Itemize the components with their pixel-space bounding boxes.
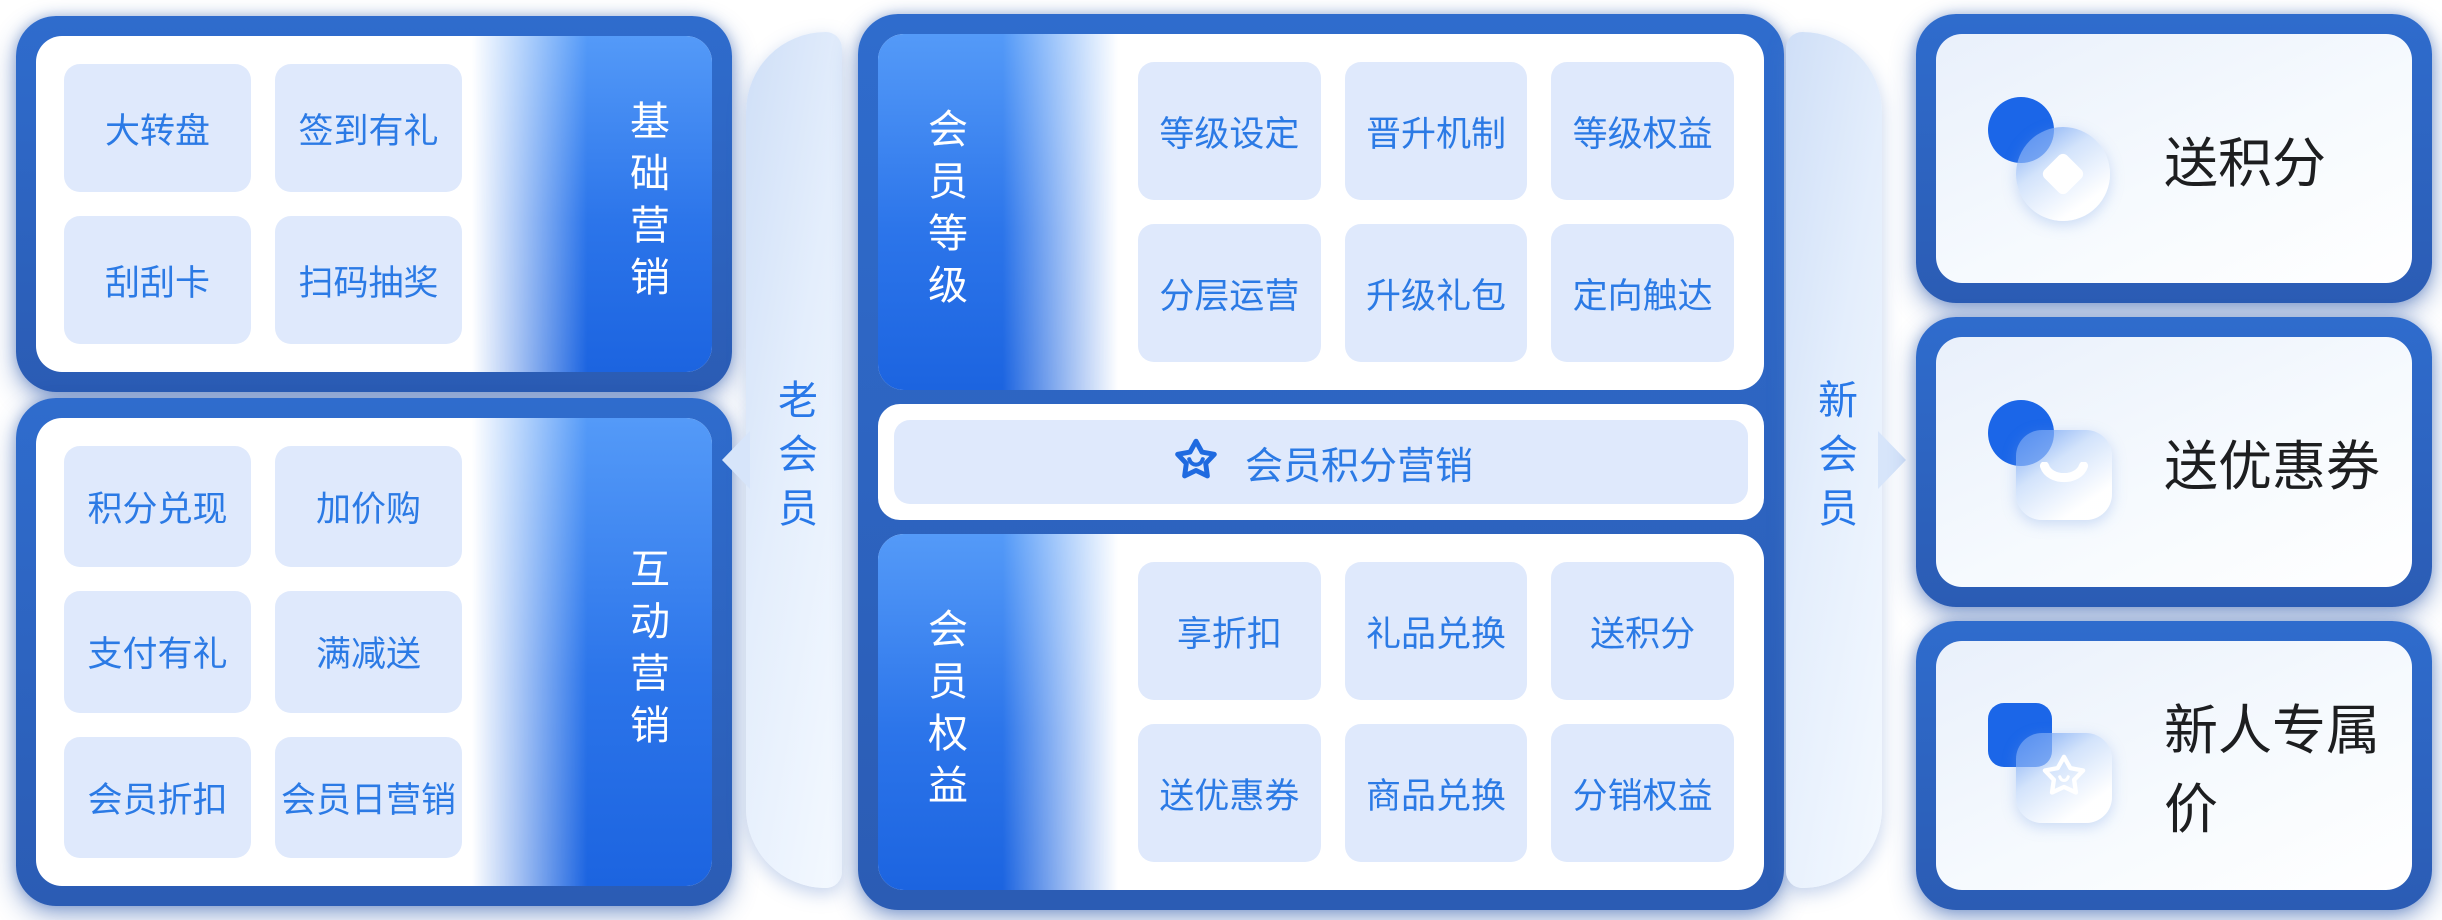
feature-chip[interactable]: 享折扣 <box>1138 562 1321 700</box>
basic-marketing-card: 大转盘 签到有礼 刮刮卡 扫码抽奖 基础营销 <box>36 36 712 372</box>
feature-chip[interactable]: 签到有礼 <box>275 64 462 192</box>
give-coupon-card-inner: 送优惠券 <box>1936 337 2412 587</box>
feature-chip[interactable]: 会员日营销 <box>275 736 462 858</box>
feature-chip[interactable]: 晋升机制 <box>1344 62 1528 200</box>
coin-points-icon <box>1988 93 2120 225</box>
panel-label-strip <box>878 34 1118 390</box>
newbie-star-icon <box>1988 699 2120 831</box>
smile-glyph <box>2039 461 2089 483</box>
feature-chip[interactable]: 会员折扣 <box>64 736 251 858</box>
feature-chip[interactable]: 积分兑现 <box>64 446 251 568</box>
newbie-price-card: 新人专属价 <box>1916 620 2432 910</box>
panel-label-strip <box>472 36 712 372</box>
panel-label: 互动营销 <box>624 548 668 756</box>
arrow-right-icon <box>1878 431 1906 489</box>
give-coupon-card: 送优惠券 <box>1916 317 2432 607</box>
coupon-smile-icon <box>1988 396 2120 528</box>
new-members-connector: 新会员 <box>1786 32 1906 888</box>
newbie-price-card-inner: 新人专属价 <box>1936 640 2412 890</box>
interactive-marketing-panel: 积分兑现 加价购 支付有礼 满减送 会员折扣 会员日营销 互动营销 <box>16 398 732 906</box>
interactive-marketing-card: 积分兑现 加价购 支付有礼 满减送 会员折扣 会员日营销 互动营销 <box>36 418 712 886</box>
new-members-label: 新会员 <box>1812 379 1856 541</box>
feature-chip[interactable]: 大转盘 <box>64 64 251 192</box>
panel-label: 基础营销 <box>624 100 668 308</box>
feature-chip[interactable]: 满减送 <box>275 591 462 713</box>
glass-star-badge <box>2016 733 2112 824</box>
feature-chip[interactable]: 等级设定 <box>1138 62 1321 200</box>
feature-chip[interactable]: 等级权益 <box>1551 62 1734 200</box>
basic-marketing-chips: 大转盘 签到有礼 刮刮卡 扫码抽奖 <box>64 64 462 344</box>
member-benefits-chips: 享折扣 礼品兑换 送积分 送优惠券 商品兑换 分销权益 <box>1138 562 1734 862</box>
basic-marketing-panel: 大转盘 签到有礼 刮刮卡 扫码抽奖 基础营销 <box>16 16 732 392</box>
star-smile-icon <box>1175 438 1217 479</box>
feature-chip[interactable]: 支付有礼 <box>64 591 251 713</box>
feature-chip[interactable]: 刮刮卡 <box>64 216 251 344</box>
member-points-marketing-card: 会员积分营销 <box>878 404 1764 520</box>
feature-chip[interactable]: 礼品兑换 <box>1344 562 1528 700</box>
feature-chip[interactable]: 送优惠券 <box>1138 724 1321 862</box>
old-members-connector: 老会员 <box>722 32 842 888</box>
give-points-card-inner: 送积分 <box>1936 34 2412 284</box>
panel-label: 会员权益 <box>922 608 966 816</box>
member-system-panel: 会员等级 等级设定 晋升机制 等级权益 分层运营 升级礼包 定向触达 会员积分营… <box>858 14 1784 910</box>
feature-chip[interactable]: 升级礼包 <box>1344 224 1528 362</box>
old-members-label: 老会员 <box>772 379 816 541</box>
member-level-card: 会员等级 等级设定 晋升机制 等级权益 分层运营 升级礼包 定向触达 <box>878 34 1764 390</box>
benefit-title: 新人专属价 <box>2164 701 2380 841</box>
star-glyph <box>2042 754 2086 795</box>
benefit-title: 送优惠券 <box>2164 437 2380 498</box>
panel-label-strip <box>878 534 1118 890</box>
member-points-marketing-label: 会员积分营销 <box>1244 445 1473 488</box>
member-benefits-card: 会员权益 享折扣 礼品兑换 送积分 送优惠券 商品兑换 分销权益 <box>878 534 1764 890</box>
member-level-chips: 等级设定 晋升机制 等级权益 分层运营 升级礼包 定向触达 <box>1138 62 1734 362</box>
new-member-benefits-column: 送积分 送优惠券 <box>1916 14 2432 910</box>
diamond-glyph <box>2040 151 2086 197</box>
give-points-card: 送积分 <box>1916 14 2432 304</box>
feature-chip[interactable]: 定向触达 <box>1551 224 1734 362</box>
feature-chip[interactable]: 扫码抽奖 <box>275 216 462 344</box>
panel-label-strip <box>472 418 712 886</box>
feature-chip[interactable]: 加价购 <box>275 446 462 568</box>
member-points-marketing-bar[interactable]: 会员积分营销 <box>894 420 1748 504</box>
feature-chip[interactable]: 分层运营 <box>1138 224 1321 362</box>
panel-label: 会员等级 <box>922 108 966 316</box>
interactive-marketing-chips: 积分兑现 加价购 支付有礼 满减送 会员折扣 会员日营销 <box>64 446 462 858</box>
feature-chip[interactable]: 送积分 <box>1551 562 1734 700</box>
glass-coin <box>2016 126 2110 221</box>
feature-chip[interactable]: 分销权益 <box>1551 724 1734 862</box>
glass-coupon <box>2016 429 2112 520</box>
feature-chip[interactable]: 商品兑换 <box>1344 724 1528 862</box>
benefit-title: 送积分 <box>2164 134 2326 195</box>
